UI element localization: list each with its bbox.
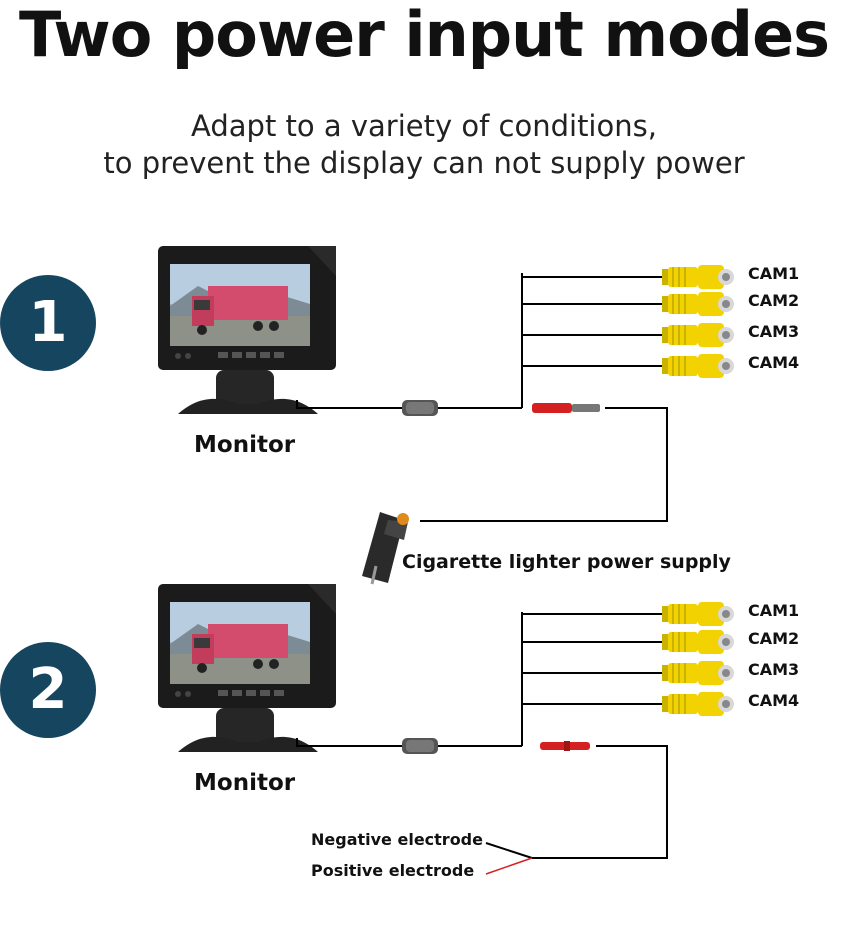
positive-lead-wire xyxy=(485,857,533,875)
mode-2-cam3-label: CAM3 xyxy=(748,660,800,679)
mode-1-cam3-label: CAM3 xyxy=(748,322,800,341)
power-connector-2 xyxy=(540,741,590,751)
rca-connector-cam4-mode2 xyxy=(662,692,734,716)
rca-connector-cam1 xyxy=(662,265,734,289)
mode-1-cam1-label: CAM1 xyxy=(748,264,800,283)
mode-1-monitor-label: Monitor xyxy=(194,432,296,458)
mode-2-monitor-label: Monitor xyxy=(194,770,296,796)
monitor-1-image xyxy=(158,246,336,414)
mode-1-diagram xyxy=(158,246,734,585)
subtitle-line-2: to prevent the display can not supply po… xyxy=(103,146,745,180)
cigarette-lighter-label: Cigarette lighter power supply xyxy=(402,551,731,573)
ferrite-core-2 xyxy=(402,738,438,754)
rca-connector-cam2 xyxy=(662,292,734,316)
cigarette-lighter-plug-icon xyxy=(362,512,409,585)
mode-2-wires xyxy=(296,612,668,859)
mode-1-cam2-label: CAM2 xyxy=(748,291,800,310)
mode-2-diagram xyxy=(158,584,734,875)
page-title: Two power input modes xyxy=(18,0,830,71)
mode-1-badge: 1 xyxy=(0,275,96,371)
mode-2-cam4-label: CAM4 xyxy=(748,691,800,710)
mode-2-badge: 2 xyxy=(0,642,96,738)
subtitle: Adapt to a variety of conditions, to pre… xyxy=(0,108,848,182)
ferrite-core-1 xyxy=(402,400,438,416)
rca-connector-cam3-mode2 xyxy=(662,661,734,685)
negative-electrode-label: Negative electrode xyxy=(311,830,483,849)
monitor-2-image xyxy=(158,584,336,752)
rca-connector-cam2-mode2 xyxy=(662,630,734,654)
mode-2-cam2-label: CAM2 xyxy=(748,629,800,648)
rca-connector-cam4 xyxy=(662,354,734,378)
positive-electrode-label: Positive electrode xyxy=(311,861,475,880)
power-connector-1 xyxy=(532,403,600,413)
mode-2-cam1-label: CAM1 xyxy=(748,601,800,620)
mode-1-wires xyxy=(296,273,668,522)
rca-connector-cam3 xyxy=(662,323,734,347)
subtitle-line-1: Adapt to a variety of conditions, xyxy=(191,109,657,143)
rca-connector-cam1-mode2 xyxy=(662,602,734,626)
mode-1-cam4-label: CAM4 xyxy=(748,353,800,372)
